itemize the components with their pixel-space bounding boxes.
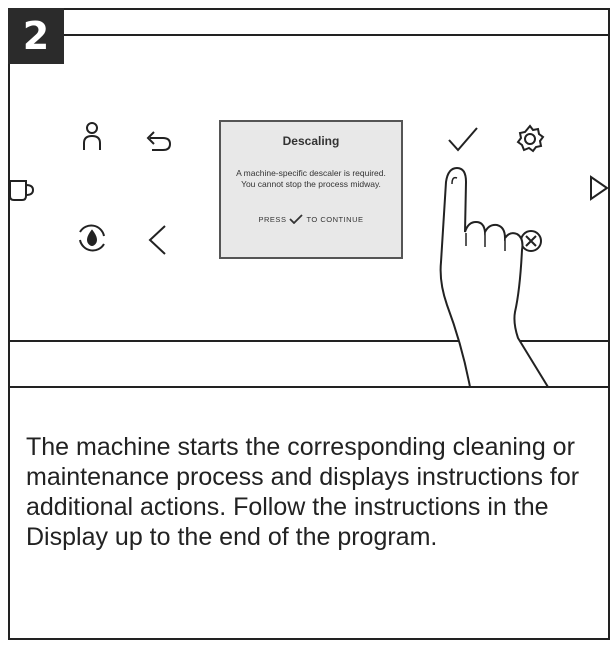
display-title: Descaling (282, 134, 340, 148)
chevron-left-icon[interactable] (148, 225, 166, 255)
step-number: 2 (8, 8, 64, 64)
display-message: A machine-specific descaler is required.… (236, 168, 386, 189)
checkmark-icon (289, 214, 304, 225)
press-suffix: TO CONTINUE (306, 215, 364, 224)
display-screen: Descaling A machine-specific descaler is… (219, 120, 403, 259)
panel-bottom-edge (8, 340, 610, 342)
display-press-instruction: PRESS TO CONTINUE (221, 214, 401, 225)
back-icon[interactable] (146, 131, 172, 151)
person-icon[interactable] (83, 122, 101, 150)
section-divider (8, 386, 610, 388)
press-prefix: PRESS (258, 215, 287, 224)
instruction-text: The machine starts the corresponding cle… (26, 433, 580, 551)
descale-icon[interactable] (79, 224, 105, 252)
gear-icon[interactable] (516, 124, 545, 153)
cup-icon[interactable] (9, 180, 35, 201)
checkmark-icon[interactable] (448, 127, 478, 152)
play-icon[interactable] (590, 175, 609, 201)
top-divider (64, 34, 610, 36)
illustration-frame (8, 8, 610, 640)
